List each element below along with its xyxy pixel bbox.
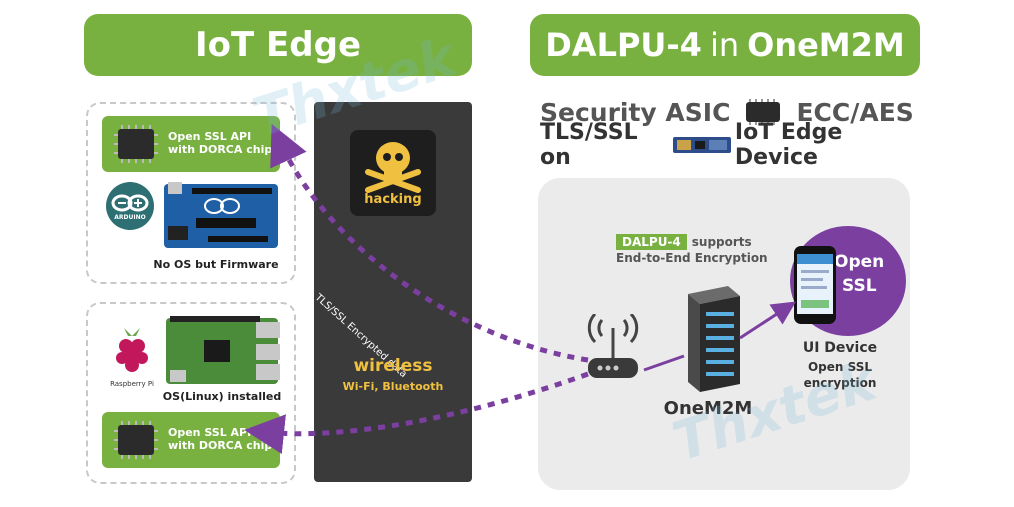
asic-chip-icon [746, 99, 781, 125]
arduino-logo: ARDUINO [106, 182, 154, 230]
card-top-line1: Open SSL API [168, 130, 252, 143]
open-ssl-badge-line2: SSL [842, 276, 877, 296]
arduino-board-icon [164, 182, 278, 248]
infinity-icon [111, 194, 149, 212]
router-icon [587, 314, 639, 378]
dorca-card-top: Open SSL API with DORCA chip [102, 116, 280, 172]
banner-in: in [709, 26, 740, 64]
raspberry-pi-label: Raspberry Pi [110, 380, 154, 388]
banner-onem2m: OneM2M [747, 26, 905, 64]
ui-device-line2: encryption [803, 376, 877, 390]
dalpu-supports: supports [691, 235, 752, 249]
card-bottom-line2: with DORCA chip [168, 439, 273, 452]
iot-edge-banner: IoT Edge [84, 14, 472, 76]
raspberry-pi-logo [116, 328, 148, 372]
banner-bold: DALPU-4 [545, 26, 702, 64]
hacking-label: hacking [364, 192, 422, 207]
dalpu-onem2m-banner: DALPU-4 in OneM2M [530, 14, 920, 76]
wireless-subtitle: Wi-Fi, Bluetooth [342, 380, 444, 393]
skull-icon [365, 142, 421, 193]
open-ssl-badge-line1: Open [834, 252, 885, 272]
arduino-logo-text: ARDUINO [114, 214, 146, 221]
server-label: OneM2M [663, 398, 753, 419]
headline-iot-edge-device: IoT Edge Device [734, 120, 843, 170]
raspberry-pi-board-icon [166, 316, 280, 384]
hacking-badge: hacking [350, 130, 436, 216]
card-bottom-line1: Open SSL API [168, 426, 252, 439]
dalpu-e2e: End-to-End Encryption [616, 251, 768, 265]
headline: Security ASIC ECC/AES TLS/SSL on IoT Edg… [540, 96, 920, 171]
headline-security-asic: Security ASIC [540, 97, 731, 127]
dorca-chip-icon [114, 421, 158, 459]
smartphone-icon [794, 246, 836, 324]
dalpu-support-text: DALPU-4 supports End-to-End Encryption [616, 234, 768, 265]
headline-ecc-aes: ECC/AES [796, 97, 914, 127]
ui-device-line1: Open SSL [807, 360, 873, 374]
firmware-caption: No OS but Firmware [153, 258, 279, 271]
card-top-line2: with DORCA chip [168, 143, 273, 156]
headline-tls-ssl: TLS/SSL on [540, 120, 638, 170]
iot-edge-title: IoT Edge [195, 25, 361, 65]
dorca-card-bottom: Open SSL API with DORCA chip [102, 412, 280, 468]
server-rack-icon [688, 286, 740, 392]
dalpu-tag: DALPU-4 [616, 234, 687, 250]
iot-board-icon [673, 137, 731, 153]
wireless-title: wireless [353, 356, 433, 376]
linux-caption: OS(Linux) installed [162, 390, 282, 403]
ui-device-title: UI Device [802, 340, 878, 356]
dorca-chip-icon [114, 125, 158, 163]
